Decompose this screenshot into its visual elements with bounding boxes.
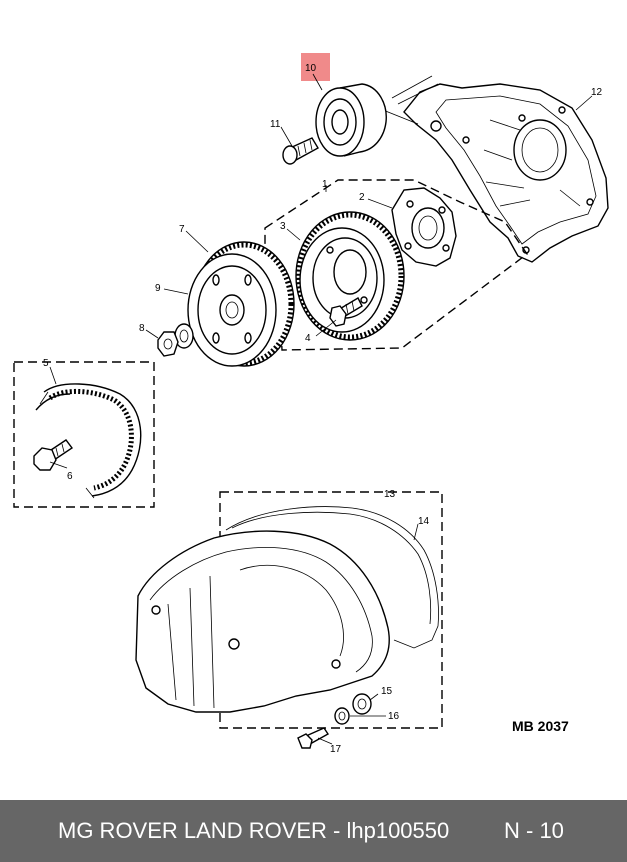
part-title: MG ROVER LAND ROVER - lhp100550 [58,818,450,843]
rear-cover-plate [403,83,609,263]
callout-1: 1 [322,179,328,190]
rear-sprocket [295,211,405,341]
callout-16: 16 [388,711,400,722]
diagram-reference-code: MB 2037 [512,718,569,734]
idler-pulley [315,83,387,157]
callout-6: 6 [67,471,73,482]
callout-14: 14 [418,516,430,527]
callout-13: 13 [384,489,396,500]
timing-belt-exploded-diagram: 1 2 3 4 5 6 7 8 9 10 11 12 13 14 15 16 1… [13,53,609,755]
callout-3: 3 [280,221,286,232]
callout-5: 5 [43,358,49,369]
part-10-highlight [301,53,330,81]
callout-4: 4 [305,333,311,344]
callout-7: 7 [179,224,185,235]
cover-fasteners [297,693,372,749]
footer-bar: MG ROVER LAND ROVER - lhp100550 N - 10 [0,800,627,862]
nut-and-washer [157,323,194,357]
sprocket-bolt [329,297,363,327]
page-reference: N - 10 [504,818,564,843]
hub [391,187,457,267]
tensioner-bolt [33,439,74,471]
idler-bolt [282,137,319,165]
callout-2: 2 [359,192,365,203]
front-sprocket [187,241,295,367]
callout-9: 9 [155,283,161,294]
callout-15: 15 [381,686,393,697]
belt-kit-outline [13,361,155,508]
cover-gasket [225,506,439,649]
leader-lines [49,73,593,745]
front-timing-cover [135,530,390,713]
callout-11: 11 [270,119,281,130]
part-callouts: 1 2 3 4 5 6 7 8 9 10 11 12 13 14 15 16 1… [43,63,603,755]
callout-10: 10 [305,63,317,74]
callout-8: 8 [139,323,145,334]
callout-17: 17 [330,744,342,755]
callout-12: 12 [591,87,603,98]
timing-belt [35,383,142,499]
